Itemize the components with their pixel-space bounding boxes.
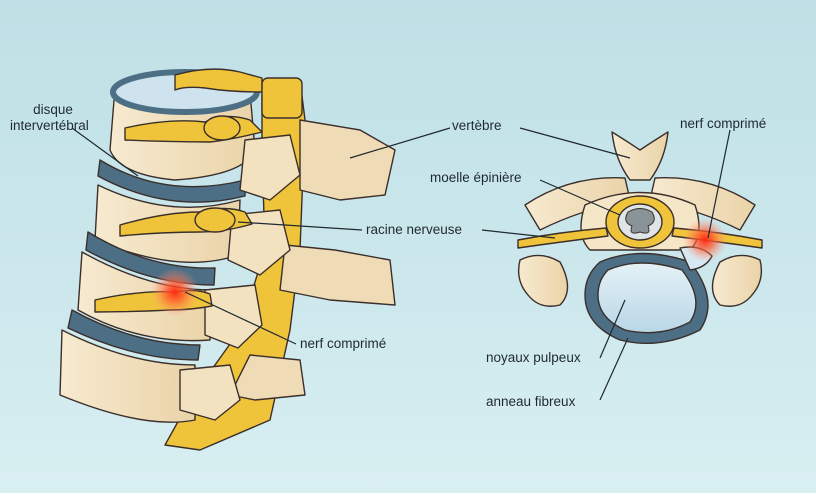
grey-matter [625, 208, 655, 234]
spinal-cord-top [261, 77, 303, 119]
nerve-root-axial-left [517, 227, 609, 249]
spine-lateral-view [59, 68, 396, 451]
transverse-process-left [517, 254, 569, 307]
facet-joint-1 [239, 134, 301, 201]
lamina-left [524, 177, 631, 231]
label-nerf-comprime-left: nerf comprimé [300, 336, 387, 351]
label-disque-line2: intervertébral [10, 118, 89, 133]
vertebral-body-4 [59, 329, 196, 423]
vertebra-axial-view [517, 131, 763, 344]
leader-vertebre-right [519, 127, 631, 159]
facet-joint-3 [204, 284, 263, 349]
transverse-process-right [711, 254, 763, 307]
compressed-nerve-glow-left [151, 268, 199, 316]
leader-vertebre-left [349, 127, 451, 159]
leader-moelle [539, 179, 621, 216]
facet-joint-4 [179, 364, 241, 421]
leader-nerf-right [707, 129, 731, 239]
nerve-root-top [174, 68, 263, 93]
spinous-process-axial [611, 131, 669, 181]
label-anneau-fibreux: anneau fibreux [486, 394, 576, 409]
disc-nucleus [597, 262, 697, 334]
leader-racine-right [481, 229, 556, 239]
compressed-nerve-glow-right [683, 218, 727, 262]
nerve-ganglion-2 [194, 207, 236, 233]
label-nerf-comprime-right: nerf comprimé [680, 116, 767, 131]
leader-lines [71, 127, 731, 401]
leader-nerf-left [184, 291, 297, 345]
leader-noyaux [599, 299, 626, 359]
label-moelle-epiniere: moelle épinière [430, 170, 522, 185]
label-vertebre: vertèbre [452, 118, 502, 133]
spinous-process-top [299, 119, 396, 201]
label-disque-line1: disque [33, 102, 73, 117]
spinous-process-mid [279, 244, 396, 306]
label-racine-nerveuse: racine nerveuse [366, 222, 463, 237]
intervertebral-disc-1 [97, 159, 246, 203]
leader-racine-left [237, 221, 363, 231]
label-noyaux-pulpeux: noyaux pulpeux [486, 350, 581, 365]
intervertebral-disc-3 [67, 309, 201, 361]
bottom-edge [0, 493, 816, 497]
nerve-ganglion-1 [203, 115, 241, 141]
leader-anneau [599, 337, 629, 401]
lamina-right [649, 177, 756, 231]
leader-disque [71, 127, 139, 177]
label-disque-intervertebral: disque intervertébral [10, 102, 120, 134]
